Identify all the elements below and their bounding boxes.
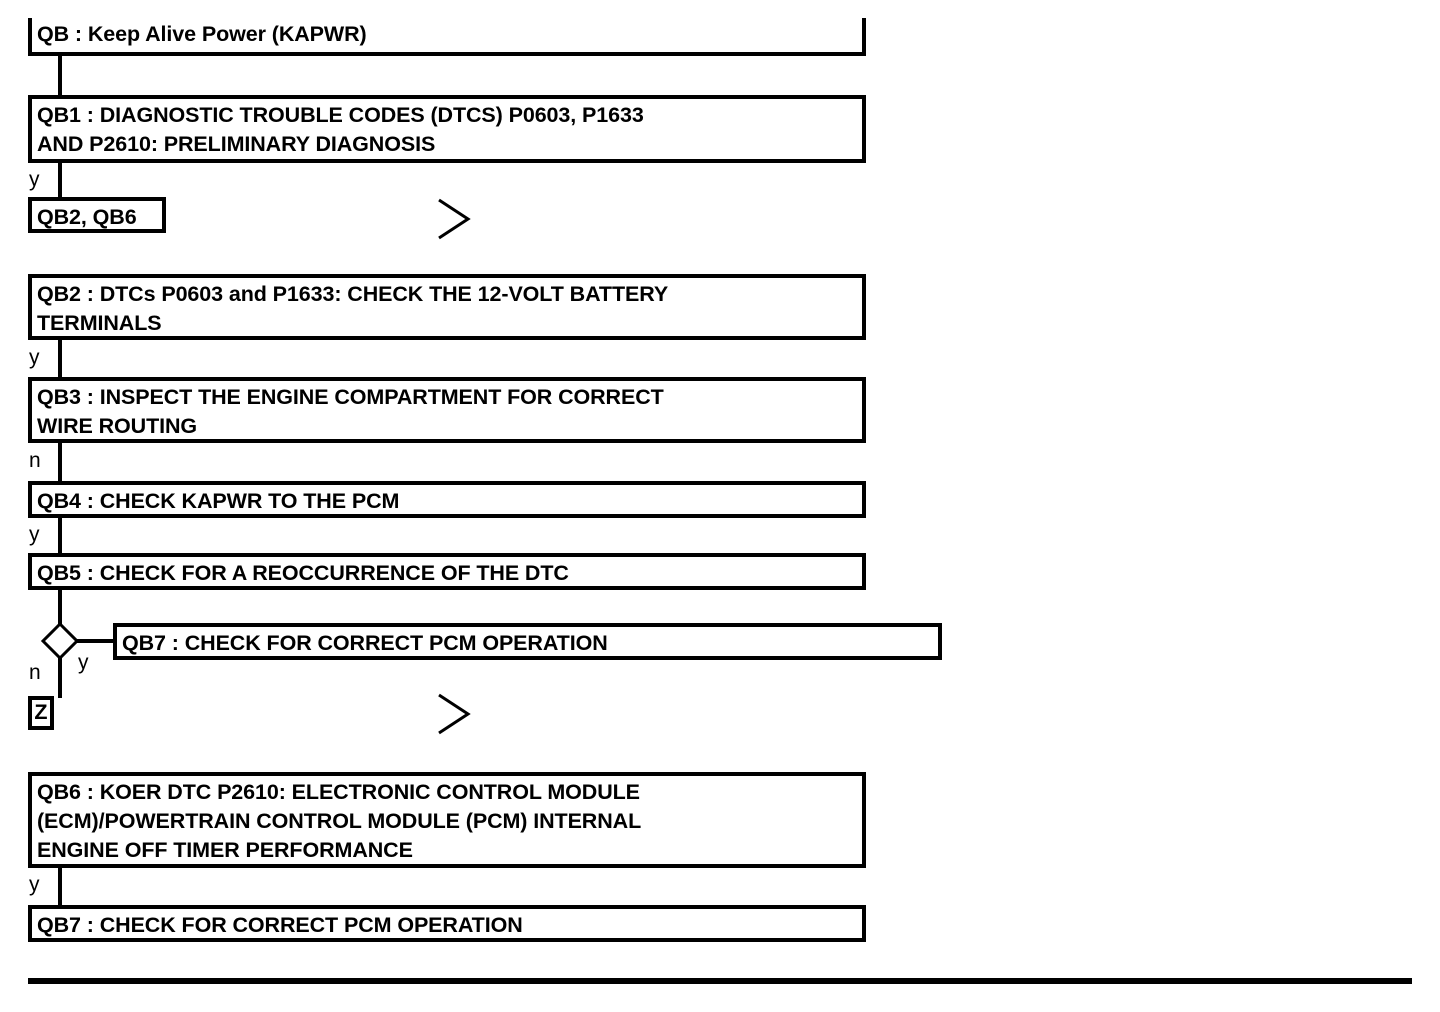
flowchart-node-qb3[interactable]: QB3 : INSPECT THE ENGINE COMPARTMENT FOR…	[28, 377, 866, 443]
connector-decision-yes-to-qb7	[75, 639, 115, 643]
connector-qb2-to-qb3	[58, 336, 62, 379]
edge-label-y: y	[29, 168, 40, 191]
connector-qb1-to-ref	[58, 159, 62, 199]
flowchart-node-qb[interactable]: QB : Keep Alive Power (KAPWR)	[28, 18, 866, 56]
edge-label-y: y	[78, 651, 89, 674]
flowchart-node-qb6[interactable]: QB6 : KOER DTC P2610: ELECTRONIC CONTROL…	[28, 772, 866, 868]
flowchart-node-qb5[interactable]: QB5 : CHECK FOR A REOCCURRENCE OF THE DT…	[28, 553, 866, 590]
connector-qb3-to-qb4	[58, 439, 62, 483]
connector-qb6-to-qb7	[58, 864, 62, 907]
connector-qb4-to-qb5	[58, 514, 62, 555]
edge-label-n: n	[29, 449, 41, 472]
continuation-chevron-right-icon	[437, 692, 471, 741]
edge-label-y: y	[29, 523, 40, 546]
connector-qb-to-qb1	[58, 52, 62, 97]
continuation-chevron-right-icon	[437, 197, 471, 246]
flowchart-node-qb2[interactable]: QB2 : DTCs P0603 and P1633: CHECK THE 12…	[28, 274, 866, 340]
flowchart-node-z-ref[interactable]: Z	[28, 696, 54, 730]
edge-label-y: y	[29, 346, 40, 369]
footer-divider	[28, 978, 1412, 984]
flowchart-node-qb7-branch[interactable]: QB7 : CHECK FOR CORRECT PCM OPERATION	[113, 623, 942, 660]
edge-label-n: n	[29, 661, 41, 684]
flowchart-node-qb2-qb6-ref[interactable]: QB2, QB6	[28, 197, 166, 233]
connector-decision-no-to-z	[58, 656, 62, 698]
edge-label-y: y	[29, 873, 40, 896]
flowchart-node-qb7[interactable]: QB7 : CHECK FOR CORRECT PCM OPERATION	[28, 905, 866, 942]
flowchart-node-qb4[interactable]: QB4 : CHECK KAPWR TO THE PCM	[28, 481, 866, 518]
connector-qb5-to-decision	[58, 586, 62, 626]
decision-diamond	[39, 620, 81, 667]
flowchart-node-qb1[interactable]: QB1 : DIAGNOSTIC TROUBLE CODES (DTCS) P0…	[28, 95, 866, 163]
